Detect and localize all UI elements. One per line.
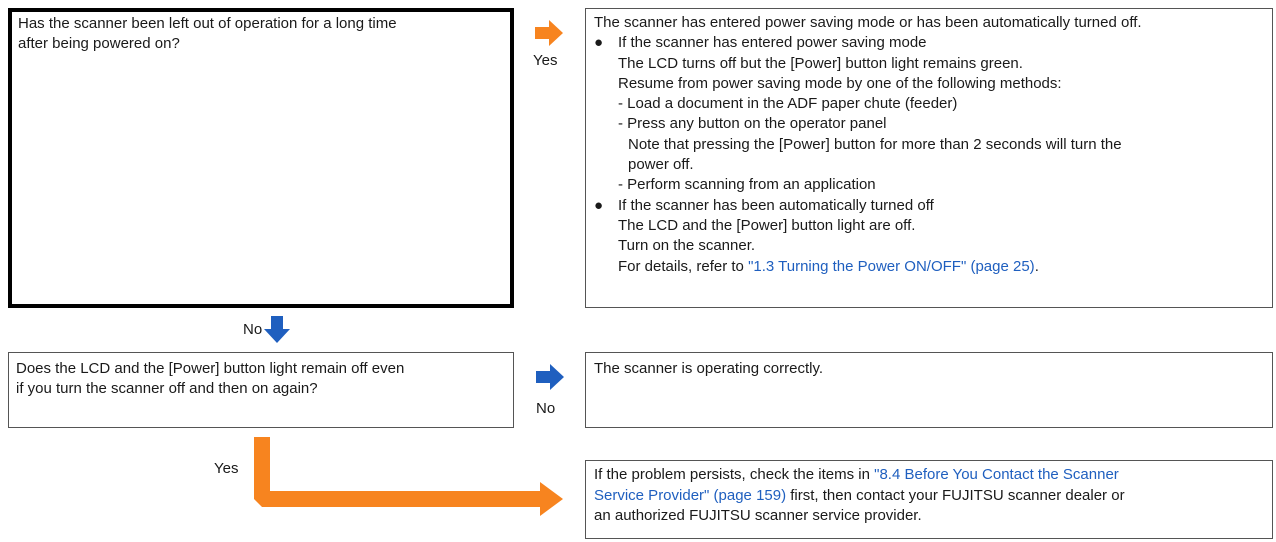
answer-3-line-2: Service Provider" (page 159) first, then… (594, 486, 1125, 504)
no-right-arrow-icon (536, 364, 564, 390)
no-label-1: No (243, 321, 263, 338)
question-1-box: Has the scanner been left out of operati… (8, 8, 514, 308)
no-label-2: No (536, 400, 556, 417)
no-down-arrow-icon (264, 316, 290, 343)
answer-1-note: Note that pressing the [Power] button fo… (628, 135, 1122, 153)
answer-1-details: For details, refer to "1.3 Turning the P… (618, 257, 1039, 275)
question-2-box: Does the LCD and the [Power] button ligh… (8, 352, 514, 428)
answer-2-box: The scanner is operating correctly. (585, 352, 1273, 428)
yes-label-2: Yes (214, 460, 239, 477)
bullet-icon: ● (594, 196, 604, 214)
answer-1-text: The LCD turns off but the [Power] button… (618, 54, 1023, 72)
yes-arrow-icon (535, 20, 563, 46)
bullet-turned-off: ●If the scanner has been automatically t… (594, 196, 1264, 216)
question-2-line-2: if you turn the scanner off and then on … (16, 380, 318, 397)
answer-3-line-1: If the problem persists, check the items… (594, 466, 1119, 483)
yes-label-1: Yes (533, 52, 558, 69)
answer-1-text: Resume from power saving mode by one of … (618, 74, 1062, 92)
answer-1-note: power off. (628, 156, 694, 174)
link-before-you-contact-cont[interactable]: Service Provider" (page 159) (594, 486, 787, 504)
answer-1-text: - Load a document in the ADF paper chute… (618, 95, 958, 113)
answer-3-line-3: an authorized FUJITSU scanner service pr… (594, 507, 922, 524)
answer-3-box: If the problem persists, check the items… (585, 460, 1273, 539)
link-turning-power-on-off[interactable]: "1.3 Turning the Power ON/OFF" (page 25) (748, 257, 1035, 275)
question-1-line-1: Has the scanner been left out of operati… (18, 15, 397, 32)
answer-1-box: The scanner has entered power saving mod… (585, 8, 1273, 308)
question-1-line-2: after being powered on? (18, 35, 180, 52)
link-before-you-contact[interactable]: "8.4 Before You Contact the Scanner (874, 466, 1119, 483)
bullet-icon: ● (594, 34, 604, 52)
answer-1-intro: The scanner has entered power saving mod… (594, 14, 1142, 31)
answer-1-text: - Press any button on the operator panel (618, 115, 887, 133)
question-2-line-1: Does the LCD and the [Power] button ligh… (16, 360, 405, 377)
answer-1-text: Turn on the scanner. (618, 237, 756, 255)
answer-1-text: - Perform scanning from an application (618, 176, 876, 194)
yes-elbow-arrow-icon (254, 437, 563, 516)
answer-1-text: The LCD and the [Power] button light are… (618, 216, 916, 234)
answer-2-text: The scanner is operating correctly. (594, 360, 823, 377)
bullet-power-saving: ●If the scanner has entered power saving… (594, 33, 1264, 53)
